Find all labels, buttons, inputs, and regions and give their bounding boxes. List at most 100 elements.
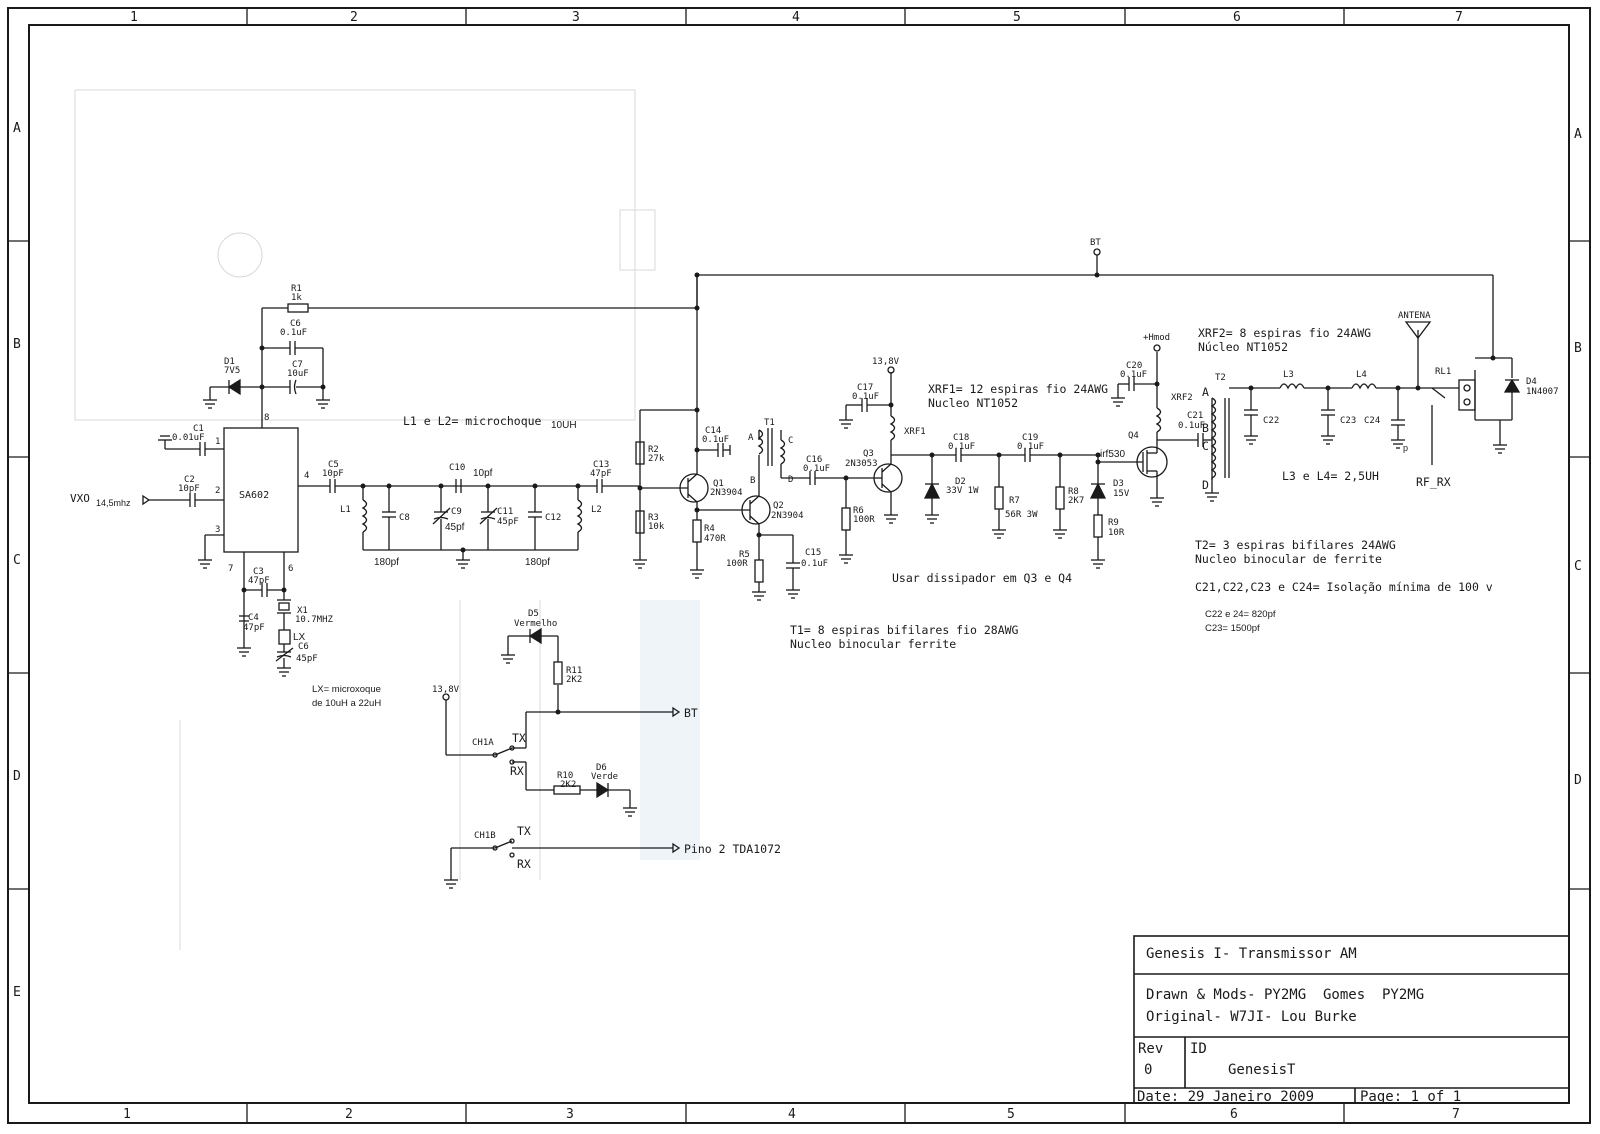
- ch1a-tx: TX: [512, 731, 526, 745]
- c18-value: 0.1uF: [948, 442, 975, 452]
- c15-value: 0.1uF: [801, 559, 828, 569]
- c20-ref: C20: [1126, 361, 1142, 371]
- bt-output-label: BT: [684, 706, 698, 720]
- t2-ref: T2: [1215, 373, 1226, 383]
- title-block-original: Original- W7JI- Lou Burke: [1146, 1009, 1357, 1025]
- c13-ref: C13: [593, 460, 609, 470]
- t2-pin-d: D: [1202, 478, 1209, 492]
- buffer-amplifier-section: R2 27k R3 10k C14 0.1uF Q1 2N3904 Q2 2N3…: [633, 275, 876, 601]
- d3-ref: D3: [1113, 479, 1124, 489]
- driver-section: BT 13,8V C17 0.1uF Q3 2N3053 XRF1 C18 0.…: [694, 238, 1493, 651]
- l2-ref: L2: [591, 505, 602, 515]
- ic-sa602-label: SA602: [239, 490, 269, 501]
- c7-ref: C7: [292, 360, 303, 370]
- note-dissipador: Usar dissipador em Q3 e Q4: [892, 571, 1072, 585]
- antenna-label: ANTENA: [1398, 311, 1431, 321]
- d6-ref: D6: [596, 763, 607, 773]
- c7-value: 10uF: [287, 369, 309, 379]
- t2-pin-b: B: [1202, 421, 1209, 435]
- c21-value: 0.1uF: [1178, 421, 1205, 431]
- c16-value: 0.1uF: [803, 464, 830, 474]
- title-block-page: Page: 1 of 1: [1360, 1089, 1461, 1105]
- rf-rx-label: RF_RX: [1416, 475, 1451, 489]
- d1-ref: D1: [224, 357, 235, 367]
- r9-ref: R9: [1108, 518, 1119, 528]
- d5-value: Vermelho: [514, 619, 557, 629]
- note-c23: C23= 1500pf: [1205, 623, 1260, 634]
- c3-ref: C3: [253, 567, 264, 577]
- r7-ref: R7: [1009, 496, 1020, 506]
- q1-value: 2N3904: [710, 488, 743, 498]
- ic-pin-3: 3: [215, 525, 220, 535]
- r9-value: 10R: [1108, 528, 1125, 538]
- grid-col-1-bottom: 1: [123, 1107, 131, 1122]
- grid-col-5-bottom: 5: [1007, 1107, 1015, 1122]
- r2-value: 27k: [648, 454, 665, 464]
- lx-ref: LX: [293, 632, 306, 643]
- ic-pin-6: 6: [288, 564, 293, 574]
- r5-value: 100R: [726, 559, 748, 569]
- t1-pin-d: D: [788, 475, 793, 485]
- r10-value: 2K2: [560, 780, 576, 790]
- xrf2-ref: XRF2: [1171, 393, 1193, 403]
- t2-pin-c: C: [1202, 439, 1209, 453]
- c24-ref: C24: [1364, 416, 1380, 426]
- grid-col-5-top: 5: [1013, 10, 1021, 25]
- r4-ref: R4: [704, 524, 715, 534]
- grid-col-2-bottom: 2: [345, 1107, 353, 1122]
- ic-pin-8: 8: [264, 413, 269, 423]
- note-t2-line1: T2= 3 espiras bifilares 24AWG: [1195, 538, 1396, 552]
- c10-ref: C10: [449, 463, 465, 473]
- c10-value: 10pf: [473, 468, 493, 479]
- ch1b-ref: CH1B: [474, 831, 496, 841]
- r3-ref: R3: [648, 513, 659, 523]
- t1-pin-a: A: [748, 433, 754, 443]
- c8-ref: C8: [399, 513, 410, 523]
- ic-sa602: [223, 427, 299, 553]
- t1-pin-b: B: [750, 476, 755, 486]
- c21-ref: C21: [1187, 411, 1203, 421]
- bandpass-filter-section: L1 C8 180pf C9 45pf C10 10pf C11 45pF C1…: [340, 414, 640, 569]
- c17-value: 0.1uF: [852, 392, 879, 402]
- t2-pin-a: A: [1202, 385, 1209, 399]
- d2-ref: D2: [955, 477, 966, 487]
- grid-row-a-left: A: [13, 121, 21, 136]
- t1-ref: T1: [764, 418, 775, 428]
- note-l1-l2: L1 e L2= microchoque: [403, 414, 542, 428]
- hmod-net-label: +Hmod: [1143, 333, 1170, 343]
- grid-col-2-top: 2: [350, 10, 358, 25]
- xrf1-ref: XRF1: [904, 427, 926, 437]
- ch1b-tx: TX: [517, 824, 531, 838]
- c15-ref: C15: [805, 548, 821, 558]
- q2-ref: Q2: [773, 501, 784, 511]
- c16-ref: C16: [806, 455, 822, 465]
- c2-ref: C2: [184, 475, 195, 485]
- d5-ref: D5: [528, 609, 539, 619]
- c19-ref: C19: [1022, 433, 1038, 443]
- grid-col-4-top: 4: [792, 10, 800, 25]
- grid-col-6-top: 6: [1233, 10, 1241, 25]
- r4-value: 470R: [704, 534, 726, 544]
- c24-p: p: [1403, 443, 1408, 453]
- l1-ref: L1: [340, 505, 351, 515]
- x1-value: 10.7MHZ: [295, 615, 334, 625]
- ch1a-ref: CH1A: [472, 738, 494, 748]
- d4-ref: D4: [1526, 377, 1537, 387]
- title-block-id-label: ID: [1190, 1041, 1207, 1057]
- grid-row-c-left: C: [13, 553, 21, 568]
- note-t2-line2: Nucleo binocular de ferrite: [1195, 552, 1382, 566]
- lx-note-line1: LX= microxoque: [312, 684, 381, 695]
- grid-col-7-top: 7: [1455, 10, 1463, 25]
- note-xrf2-line1: XRF2= 8 espiras fio 24AWG: [1198, 326, 1371, 340]
- d3-value: 15V: [1113, 489, 1130, 499]
- note-c22-c24: C22 e 24= 820pf: [1205, 609, 1276, 620]
- q4-ref: Q4: [1128, 431, 1139, 441]
- c12-ref: C12: [545, 513, 561, 523]
- c5-value: 10pF: [322, 469, 344, 479]
- d1-value: 7V5: [224, 366, 240, 376]
- note-l1-l2-value: 10UH: [551, 420, 577, 431]
- r8-ref: R8: [1068, 487, 1079, 497]
- ic-pin-1: 1: [215, 437, 220, 447]
